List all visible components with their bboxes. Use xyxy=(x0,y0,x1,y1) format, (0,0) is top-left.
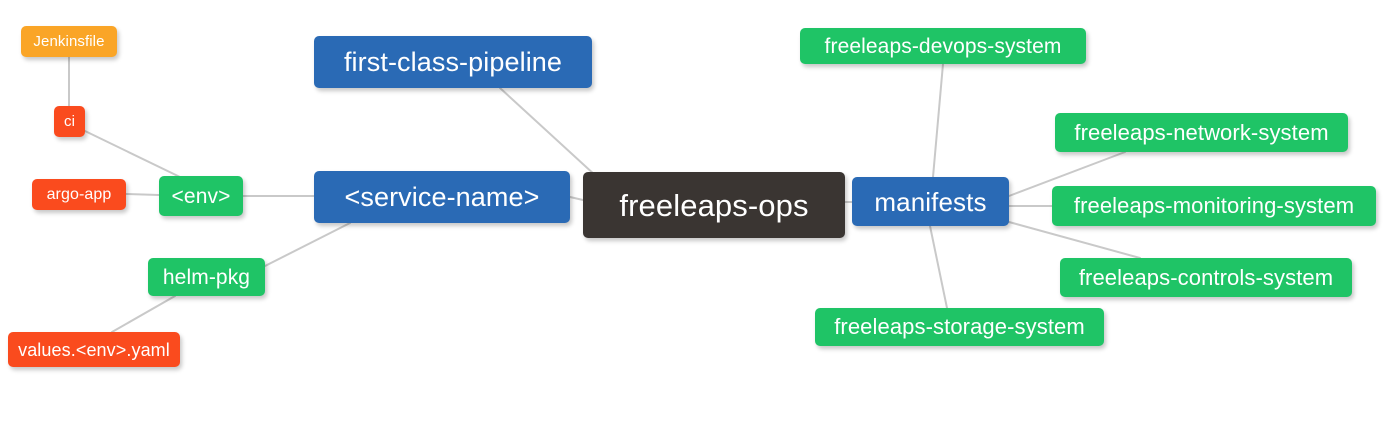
mindmap-node-label-freeleaps-ops: freeleaps-ops xyxy=(619,187,809,223)
mindmap-node-values-yaml[interactable]: values.<env>.yaml xyxy=(8,332,180,367)
mindmap-node-freeleaps-ops[interactable]: freeleaps-ops xyxy=(583,172,845,238)
mindmap-node-label-service-name: <service-name> xyxy=(344,181,540,212)
mindmap-node-label-freeleaps-monitoring-system: freeleaps-monitoring-system xyxy=(1073,193,1355,218)
mindmap-edge-manifests-to-freeleaps-devops-system xyxy=(932,63,944,178)
mindmap-node-label-ci: ci xyxy=(63,113,76,130)
mindmap-node-service-name[interactable]: <service-name> xyxy=(314,171,570,223)
mindmap-node-env[interactable]: <env> xyxy=(159,176,243,216)
mindmap-node-label-jenkinsfile: Jenkinsfile xyxy=(33,33,105,50)
mindmap-node-label-env: <env> xyxy=(171,184,231,208)
mindmap-node-argo-app[interactable]: argo-app xyxy=(32,179,126,210)
mindmap-node-first-class-pipeline[interactable]: first-class-pipeline xyxy=(314,36,592,88)
mindmap-node-freeleaps-network-system[interactable]: freeleaps-network-system xyxy=(1055,113,1348,152)
mindmap-edge-freeleaps-ops-to-service-name xyxy=(569,196,584,201)
mindmap-node-label-first-class-pipeline: first-class-pipeline xyxy=(343,46,563,77)
mindmap-node-helm-pkg[interactable]: helm-pkg xyxy=(148,258,265,296)
mindmap-node-freeleaps-devops-system[interactable]: freeleaps-devops-system xyxy=(800,28,1086,64)
mindmap-edge-manifests-to-freeleaps-storage-system xyxy=(929,225,948,309)
mindmap-node-label-freeleaps-storage-system: freeleaps-storage-system xyxy=(834,314,1085,339)
mindmap-node-label-freeleaps-network-system: freeleaps-network-system xyxy=(1074,119,1329,145)
mindmap-edge-freeleaps-ops-to-first-class-pipeline xyxy=(499,87,597,177)
mindmap-edge-service-name-to-helm-pkg xyxy=(264,222,351,267)
mindmap-edge-helm-pkg-to-values-yaml xyxy=(111,295,176,333)
mindmap-node-label-argo-app: argo-app xyxy=(46,185,112,203)
mindmap-node-label-freeleaps-controls-system: freeleaps-controls-system xyxy=(1078,264,1334,290)
mindmap-node-label-manifests: manifests xyxy=(874,186,987,217)
mindmap-node-jenkinsfile[interactable]: Jenkinsfile xyxy=(21,26,117,57)
mindmap-edge-env-to-argo-app xyxy=(125,193,160,196)
mindmap-node-label-values-yaml: values.<env>.yaml xyxy=(18,339,170,360)
mindmap-node-freeleaps-controls-system[interactable]: freeleaps-controls-system xyxy=(1060,258,1352,297)
mindmap-node-label-helm-pkg: helm-pkg xyxy=(162,265,251,289)
mindmap-node-freeleaps-storage-system[interactable]: freeleaps-storage-system xyxy=(815,308,1104,346)
mindmap-node-ci[interactable]: ci xyxy=(54,106,85,137)
mindmap-node-manifests[interactable]: manifests xyxy=(852,177,1009,226)
mindmap-node-freeleaps-monitoring-system[interactable]: freeleaps-monitoring-system xyxy=(1052,186,1376,226)
mindmap-edge-manifests-to-freeleaps-controls-system xyxy=(1008,221,1141,259)
mindmap-node-label-freeleaps-devops-system: freeleaps-devops-system xyxy=(824,34,1062,58)
mindmap-edge-env-to-ci xyxy=(84,130,181,178)
